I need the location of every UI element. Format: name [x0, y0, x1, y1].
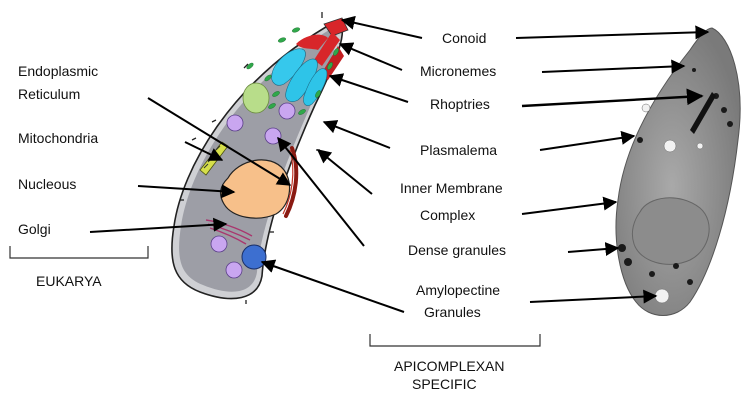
label-endoplasmic-line1: Endoplasmic [18, 63, 98, 79]
label-mitochondria: Mitochondria [18, 130, 98, 146]
label-imc-line1: Inner Membrane [400, 180, 503, 196]
label-apicomplexan-line1: APICOMPLEXAN [394, 358, 504, 374]
micrograph-cell [616, 28, 740, 316]
label-golgi: Golgi [18, 221, 51, 237]
arrow-conoid-em [516, 32, 708, 38]
eukarya-bracket [10, 246, 148, 258]
label-micronemes: Micronemes [420, 63, 496, 79]
label-eukarya: EUKARYA [36, 273, 102, 289]
arrow-plasmalema-em [540, 136, 634, 150]
arrow-micronemes-em [542, 66, 684, 72]
arrow-imc-em [522, 202, 616, 214]
label-endoplasmic-line2: Reticulum [18, 86, 80, 102]
label-imc-line2: Complex [420, 207, 475, 223]
apicomplexan-bracket [370, 334, 540, 346]
arrow-conoid [342, 20, 422, 38]
label-apicomplexan-line2: SPECIFIC [412, 376, 477, 392]
arrow-rhoptries [330, 76, 408, 102]
electron-micrograph [616, 28, 740, 316]
label-nucleous: Nucleous [18, 176, 76, 192]
label-dense-granules: Dense granules [408, 242, 506, 258]
label-conoid: Conoid [442, 30, 486, 46]
label-rhoptries: Rhoptries [430, 96, 490, 112]
schematic-cell [172, 12, 348, 304]
label-amylopectine-line1: Amylopectine [416, 282, 500, 298]
arrow-amylopectine [262, 262, 404, 312]
arrow-micronemes [340, 44, 402, 70]
label-amylopectine-line2: Granules [424, 304, 481, 320]
micrograph-nucleus [632, 198, 709, 265]
arrow-imc [318, 150, 372, 194]
amylopectin-granule [242, 245, 266, 269]
vacuole [243, 83, 269, 113]
arrow-plasmalema [324, 122, 390, 148]
arrow-dense-granules-em [568, 248, 618, 252]
label-plasmalema: Plasmalema [420, 142, 497, 158]
